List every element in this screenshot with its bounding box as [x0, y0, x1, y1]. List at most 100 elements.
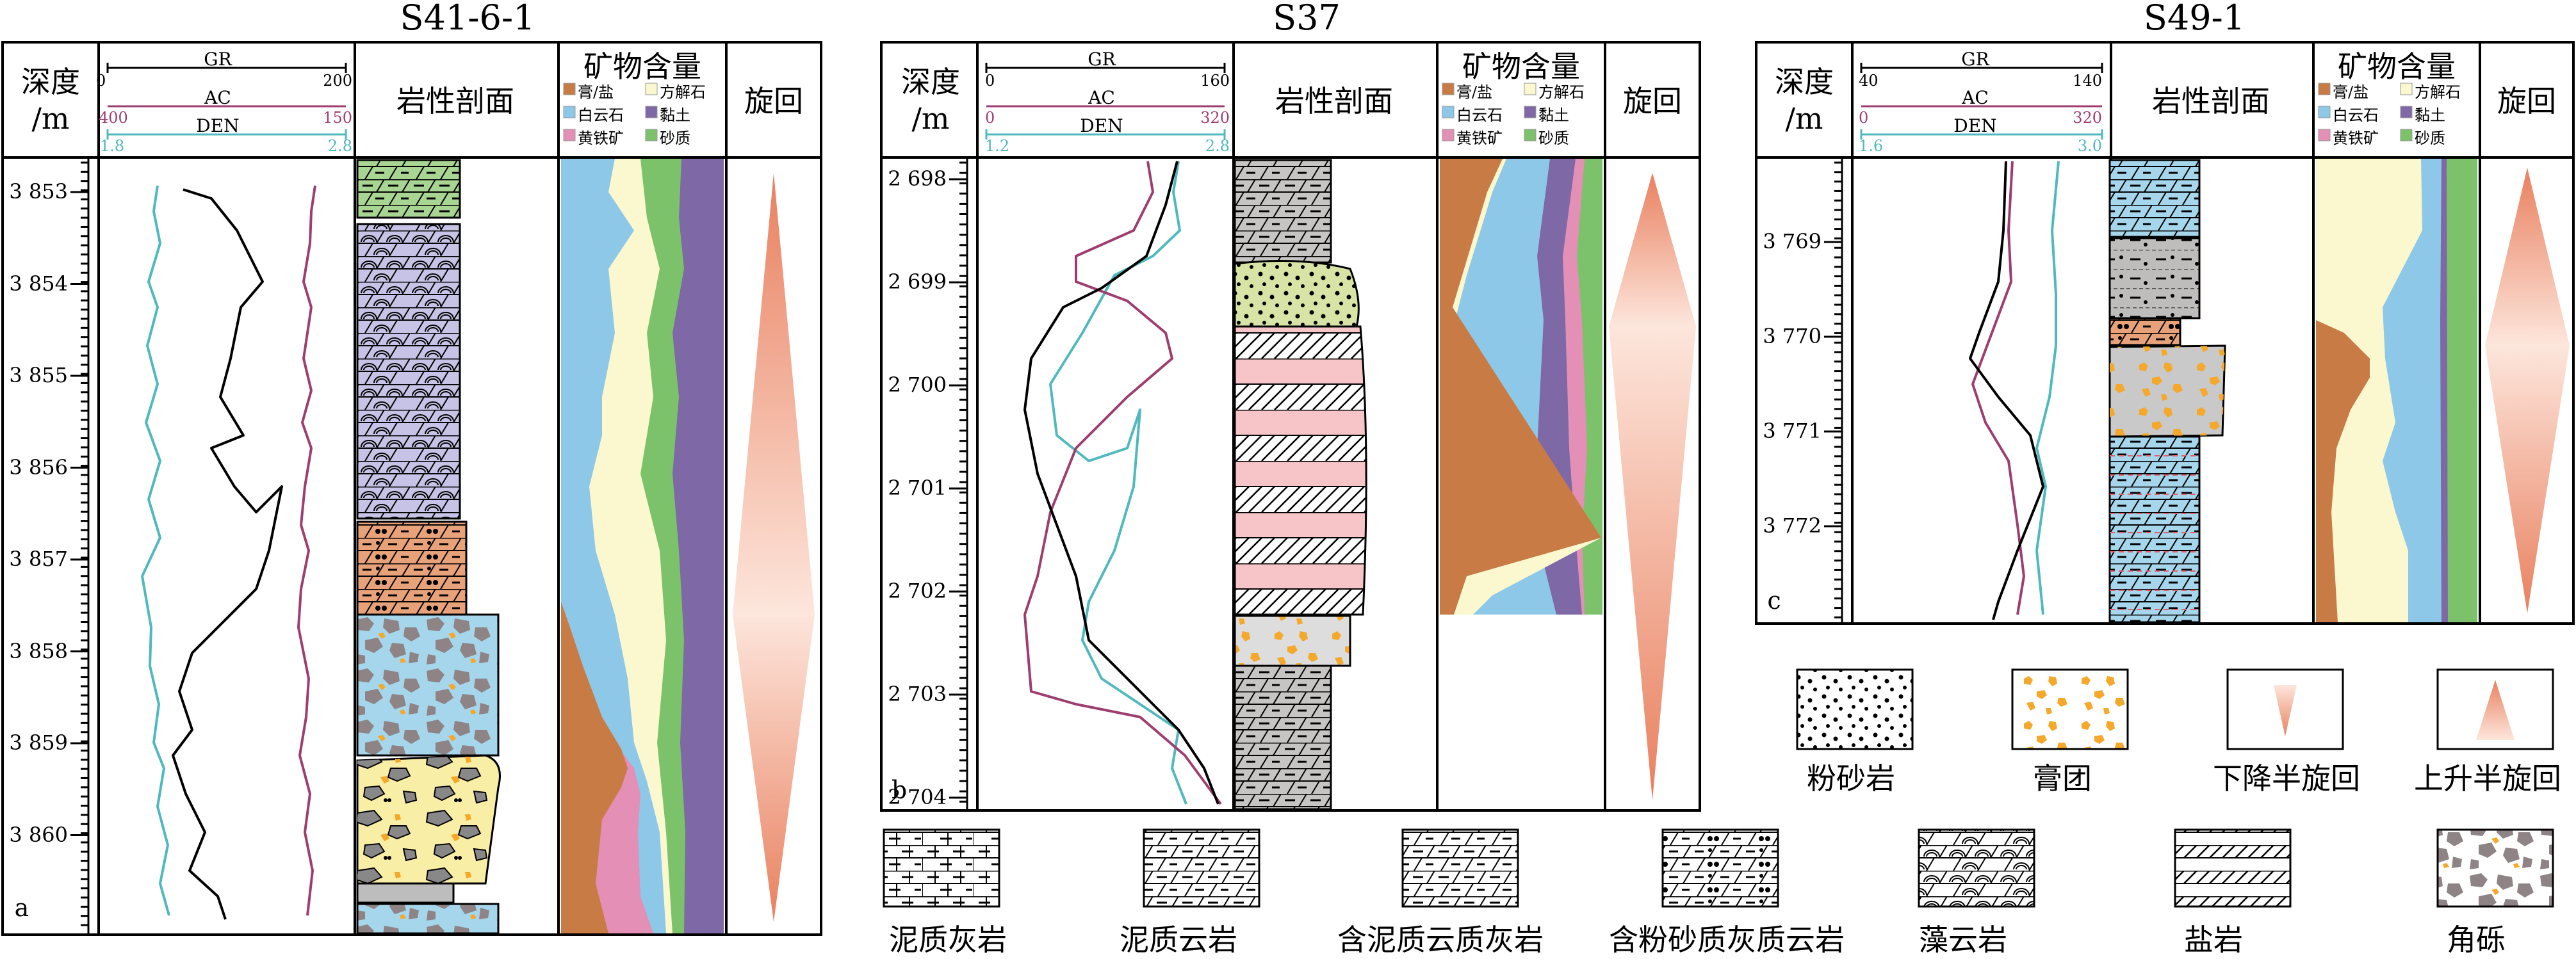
cycle-b-rising: [1652, 173, 1696, 326]
litho-bed-c: [2108, 159, 2201, 238]
legend-gypsum-swatch: [2011, 668, 2129, 750]
cycle-header-b: 旋回: [1623, 84, 1682, 118]
gr-max-c: 320: [2073, 109, 2102, 127]
gr-label-a: GR: [204, 49, 232, 70]
legend-silty-lime-dolomite-swatch: [1661, 828, 1779, 908]
legend-marly-dolomite-swatch: [1143, 828, 1260, 908]
well-title-s49: S49-1: [2143, 0, 2246, 38]
mineral-legend-label-a: 黄铁矿: [578, 129, 624, 147]
den-label-c: DEN: [1953, 115, 1997, 136]
gr-min-b: 0: [985, 109, 995, 127]
mineral-swatch-b: [1524, 83, 1537, 95]
legend-falling-triangle: [2274, 685, 2297, 736]
gr-curve-b: [1023, 161, 1219, 805]
legend-algal-swatch: [1918, 828, 2035, 908]
mineral-legend-label-c: 膏/盐: [2333, 83, 2369, 101]
mineral-legend-label-a: 黏土: [660, 106, 690, 124]
mineral-legend-label-b: 黏土: [1538, 106, 1569, 124]
cycle-c-rising: [2527, 168, 2570, 346]
mineral-legend-label-a: 膏/盐: [578, 83, 614, 101]
panel-tag-a: a: [14, 894, 29, 922]
depth-header-a: 深度/m: [21, 65, 80, 136]
mineral-swatch-c: [2400, 129, 2413, 141]
mineral-swatch-a: [563, 129, 576, 141]
mineral-legend-label-b: 方解石: [1538, 83, 1585, 101]
ac-label-a: AC: [204, 87, 231, 108]
mineral-swatch-c: [2318, 129, 2331, 141]
legend-marly-dolo-limestone-swatch: [1401, 828, 1519, 908]
mineral-header-a: 矿物含量: [583, 49, 701, 84]
legend-salt-swatch: [2174, 828, 2292, 908]
litho-bed-b: [1234, 159, 1332, 264]
mineral-swatch-b: [1442, 106, 1455, 118]
gr-max-b: 320: [1200, 109, 1230, 127]
depth-label-a: 3 853: [9, 179, 68, 204]
well-title-s41: S41-6-1: [400, 0, 535, 38]
legend-siltstone-label: 粉砂岩: [1807, 761, 1895, 796]
well-title-s37: S37: [1273, 0, 1341, 38]
depth-label-b: 2 699: [888, 270, 947, 294]
mineral-legend-label-c: 方解石: [2415, 83, 2461, 101]
den-max-c: 3.0: [2077, 137, 2102, 155]
litho-bed-b: [1234, 260, 1360, 328]
mineral-legend-label-b: 白云石: [1456, 106, 1503, 124]
mineral-swatch-b: [1524, 106, 1537, 118]
mineral-swatch-b: [1442, 83, 1455, 95]
litho-header-a: 岩性剖面: [396, 84, 514, 118]
litho-header-b: 岩性剖面: [1275, 84, 1393, 118]
gr-label-b: GR: [1088, 49, 1116, 70]
mineral-area-gypsum-a: [561, 602, 628, 933]
cycle-header-a: 旋回: [744, 84, 803, 118]
mineral-header-c: 矿物含量: [2338, 49, 2456, 84]
panel-frame-a: [1, 41, 822, 936]
depth-label-c: 3 771: [1763, 419, 1822, 443]
panel-frame-c: [1755, 41, 2575, 625]
litho-bed-a: [356, 903, 500, 935]
cycle-header-c: 旋回: [2497, 84, 2556, 118]
cycle-a-rising: [733, 173, 774, 615]
legend-marly-limestone-swatch: [883, 828, 1000, 908]
litho-header-c: 岩性剖面: [2152, 84, 2270, 118]
mineral-swatch-a: [645, 83, 658, 95]
legend-algal-label: 藻云岩: [1919, 923, 2007, 957]
gr-label-c: GR: [1961, 49, 1989, 70]
mineral-swatch-a: [645, 129, 658, 141]
mineral-area-gypsum-c: [2316, 320, 2370, 622]
ac-label-c: AC: [1962, 87, 1989, 108]
den-min-c: 1.6: [1859, 137, 1884, 155]
mineral-legend-label-a: 砂质: [660, 129, 690, 147]
mineral-swatch-a: [563, 106, 576, 118]
gr-min-c: 0: [1859, 109, 1869, 127]
cycle-a-rising: [774, 173, 815, 615]
ac-max-b: 160: [1200, 72, 1230, 90]
mineral-area-calcite-c: [2316, 159, 2422, 622]
legend-silty-lime-dolomite-label: 含粉砂质灰质云岩: [1609, 923, 1845, 957]
depth-label-a: 3 859: [9, 730, 68, 755]
cycle-c-falling: [2485, 346, 2570, 613]
ac-max-c: 140: [2073, 72, 2102, 90]
mineral-legend-label-c: 黄铁矿: [2333, 129, 2379, 147]
legend-gypsum-label: 膏团: [2033, 761, 2092, 796]
panel-tag-c: c: [1767, 586, 1781, 615]
ac-label-b: AC: [1088, 87, 1115, 108]
mineral-swatch-c: [2400, 83, 2413, 95]
mineral-swatch-a: [645, 106, 658, 118]
den-label-a: DEN: [196, 115, 240, 136]
depth-label-c: 3 772: [1763, 513, 1822, 538]
depth-label-c: 3 769: [1763, 229, 1822, 254]
gr-min-a: 400: [99, 109, 128, 127]
mineral-legend-label-c: 白云石: [2333, 106, 2379, 124]
legend-breccia-swatch: [2436, 828, 2554, 908]
legend-rising-label: 上升半旋回: [2414, 761, 2561, 796]
mineral-legend-label-a: 方解石: [660, 83, 706, 101]
depth-label-a: 3 860: [9, 822, 68, 847]
den-curve-c: [2035, 161, 2060, 615]
depth-label-b: 2 702: [888, 579, 947, 603]
litho-bed-b: [1234, 615, 1351, 667]
mineral-legend-label-c: 黏土: [2415, 106, 2445, 124]
litho-bed-a: [356, 882, 455, 904]
ac-curve-c: [1971, 161, 2025, 615]
mineral-swatch-a: [563, 83, 576, 95]
mineral-area-gypsum-b: [1440, 159, 1601, 615]
